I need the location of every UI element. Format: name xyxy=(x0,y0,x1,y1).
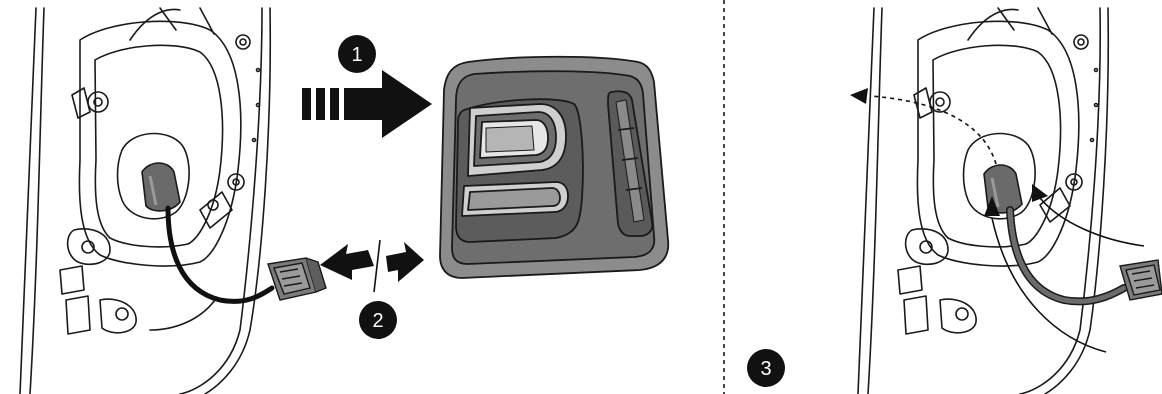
step-3-badge: 3 xyxy=(747,349,785,387)
arrow-right-icon xyxy=(386,242,424,282)
wire-connector-left xyxy=(267,257,327,301)
bulb-socket-left xyxy=(141,162,181,212)
step-1-badge: 1 xyxy=(338,35,376,73)
vehicle-body-right xyxy=(857,7,1110,394)
step-2-badge: 2 xyxy=(359,301,397,339)
wire-harness-right xyxy=(1006,206,1128,306)
curved-arrow-icon xyxy=(1032,184,1145,247)
step-1-number: 1 xyxy=(351,44,362,66)
wire-harness-left xyxy=(165,205,275,304)
step-2-number: 2 xyxy=(372,310,383,332)
arrow-right-icon xyxy=(302,70,432,138)
wire-connector-right xyxy=(1119,259,1162,301)
arrow-left-icon xyxy=(320,244,374,280)
dashed-arrow-icon xyxy=(850,88,997,165)
step-3-number: 3 xyxy=(760,358,771,380)
vehicle-body-left xyxy=(19,7,272,394)
curved-arrow-icon xyxy=(984,196,1107,353)
tail-lamp-assembly xyxy=(439,55,670,279)
separator-line xyxy=(373,239,381,293)
